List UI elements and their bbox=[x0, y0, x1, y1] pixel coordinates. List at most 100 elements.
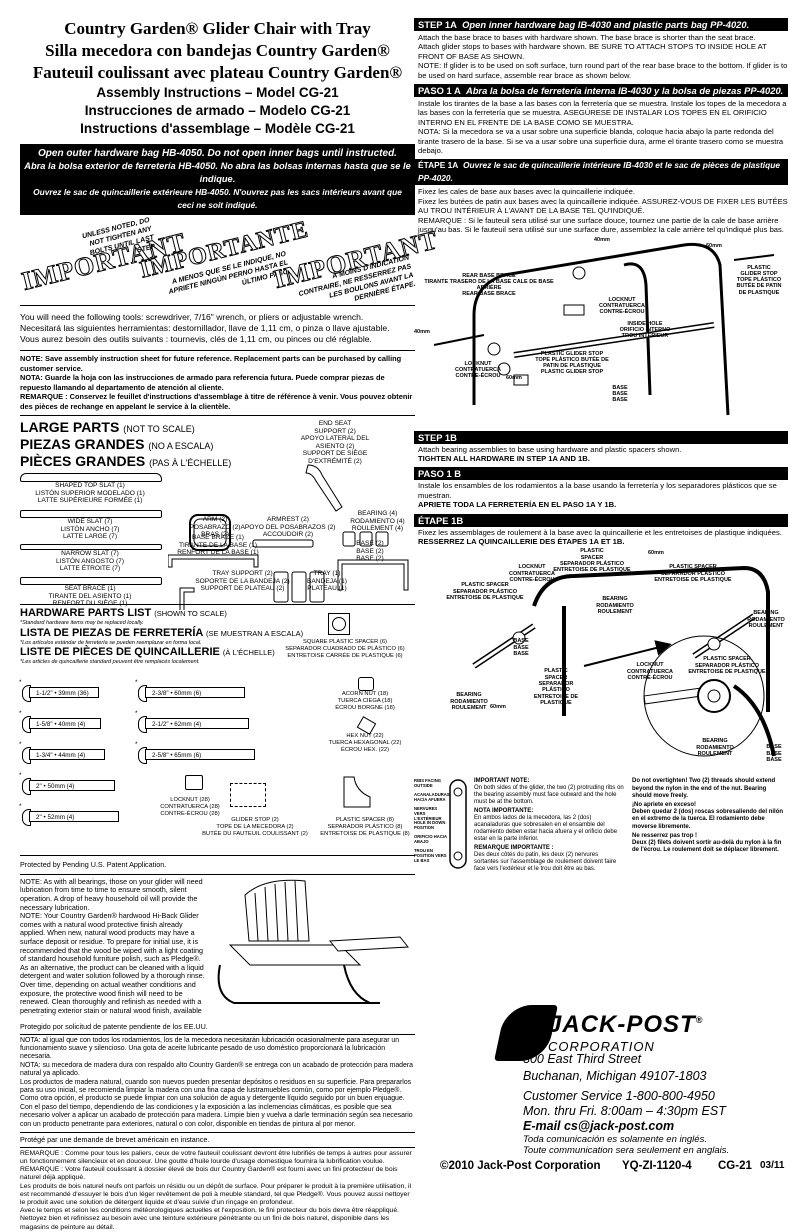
save-note-fr: REMARQUE : Conservez le feuillet d'instr… bbox=[20, 392, 413, 411]
hardware-left-bolt-2: 1-3/4" • 44mm (4) bbox=[29, 749, 105, 760]
hardware-heading-fr: LISTE DE PIÈCES DE QUINCAILLERIE (À L'ÉC… bbox=[20, 646, 275, 658]
email: E-mail cs@jack-post.com bbox=[523, 1119, 675, 1133]
right-column: STEP 1A Open inner hardware bag IB-4030 … bbox=[414, 18, 788, 872]
wide-slat-label: WIDE SLAT (7) LISTÓN ANCHO (7) LATTE LAR… bbox=[60, 518, 120, 541]
locknut-icon bbox=[185, 775, 203, 790]
hardware-heading-en: HARDWARE PARTS LIST (SHOWN TO SCALE) bbox=[20, 607, 227, 619]
large-parts-heading-fr: PIÈCES GRANDES (PAS À L'ÉCHELLE) bbox=[20, 453, 232, 469]
bearing-assembly-drawing bbox=[472, 566, 776, 757]
bearing-legend-item: HOLE IN DOWN POSITION bbox=[414, 820, 446, 831]
step1b-bold-en: TIGHTEN ALL HARDWARE IN STEP 1A AND 1B. bbox=[418, 453, 590, 463]
square-spacer-icon bbox=[328, 613, 350, 635]
step1b-bar-fr: ÉTAPE 1B bbox=[414, 513, 788, 527]
base-label: BASE (2) BASE (2) BASE (2) bbox=[356, 540, 384, 563]
parts-drawing bbox=[168, 464, 409, 610]
square-spacer-label: SQUARE PLASTIC SPACER (6) SEPARADOR CUAD… bbox=[285, 639, 405, 659]
diagram1b-spacer-right: PLASTIC SPACER SEPARADOR PLÁSTICO ENTRET… bbox=[654, 564, 732, 583]
diagram1b-spacer-zoom: PLASTIC SPACER SEPARADOR PLÁSTICO ENTRET… bbox=[688, 656, 766, 675]
narrow-slat bbox=[20, 544, 162, 550]
tools-fr: Vous aurez besoin des outils suivants : … bbox=[20, 334, 372, 344]
diagram1b-bearing-zoom: BEARING RODAMIENTO ROULEMENT bbox=[696, 738, 734, 757]
left-column: Country Garden® Glider Chair with Tray S… bbox=[18, 18, 441, 1232]
title-es: Silla mecedora con bandejas Country Gard… bbox=[45, 41, 390, 60]
hours: Mon. thru Fri. 8:00am – 4:30pm EST bbox=[523, 1104, 726, 1118]
step1a-bar-es: PASO 1 A Abra la bolsa de ferretería int… bbox=[414, 84, 788, 98]
step1b-bar-es: PASO 1 B bbox=[414, 467, 788, 481]
bearing-legend-item: ACANALADURAS HACIA AFUERA bbox=[414, 792, 450, 803]
bearing-legend-item: NERVURES VERS L'EXTÉRIEUR bbox=[414, 806, 442, 822]
footer-code: YQ-ZI-1120-4 bbox=[622, 1160, 692, 1172]
large-parts-section: LARGE PARTS (NOT TO SCALE) PIEZAS GRANDE… bbox=[20, 419, 415, 610]
diagram1b-bearing-right: BEARING RODAMIENTO ROULEMENT bbox=[747, 610, 785, 629]
step1a-diagram: 40mm 60mm REAR BASE BRACE TIRANTE TRASER… bbox=[414, 235, 788, 431]
diagram1a-40mm-left: 40mm bbox=[414, 328, 430, 335]
hex-nut-label: HEX NUT (22) TUERCA HEXAGONAL (22) ÉCROU… bbox=[328, 733, 402, 753]
patent-en: Protected by Pending U.S. Patent Applica… bbox=[20, 860, 167, 869]
assembly-fr: Instructions d'assemblage – Modèle CG-21 bbox=[80, 121, 355, 136]
narrow-slat-label: NARROW SLAT (7) LISTÓN ANGOSTO (7) LATTE… bbox=[55, 550, 125, 573]
assembly-es: Instrucciones de armado – Modelo CG-21 bbox=[84, 103, 351, 118]
large-parts-heading-en: LARGE PARTS (NOT TO SCALE) bbox=[20, 419, 195, 435]
step1a-text-es: Instale los tirantes de la base a las ba… bbox=[418, 99, 787, 156]
diagram1a-plastic-glider-stop-right: PLASTIC GLIDER STOP TOPE PLÁSTICO BUTÉE … bbox=[736, 264, 782, 296]
outer-bag-banner: Open outer hardware bag HB-4050. Do not … bbox=[20, 144, 415, 215]
bearing-legend-item: RIBS FACING OUTSIDE bbox=[414, 778, 441, 789]
step1a-text-fr: Fixez les cales de base aux bases avec l… bbox=[418, 187, 788, 235]
diagram1a-60mm-b: 60mm bbox=[506, 374, 522, 381]
hardware-right-bolt-2: 2-5/8" • 65mm (6) bbox=[145, 749, 255, 760]
bearing-note-heading-fr: REMARQUE IMPORTANTE : bbox=[474, 845, 554, 852]
footer-date: 03/11 bbox=[760, 1160, 785, 1171]
tray-label: TRAY (1) BANDEJA (1) PLATEAU (1) bbox=[307, 570, 347, 593]
tools-es: Necesitará las siguientes herramientas: … bbox=[20, 323, 390, 333]
bearing-label: BEARING (4) RODAMIENTO (4) ROULEMENT (4) bbox=[350, 510, 405, 533]
hardware-left-bolt-4: 2" • 52mm (4) bbox=[29, 811, 119, 822]
hardware-note-fr: *Les articles de quincaillerie standard … bbox=[20, 659, 200, 665]
glider-stop-icon bbox=[230, 783, 266, 807]
diagram1b-spacer-center: PLASTIC SPACER SEPARADOR PLÁSTICO ENTRET… bbox=[533, 668, 579, 706]
step1b-text-en: Attach bearing assemblies to base using … bbox=[418, 444, 682, 454]
address-line-2: Buchanan, Michigan 49107-1803 bbox=[523, 1069, 707, 1083]
bearing-note-section: RIBS FACING OUTSIDE ACANALADURAS HACIA AF… bbox=[414, 772, 788, 872]
hardware-right-star-2: * bbox=[135, 741, 138, 748]
hardware-left-star-1: * bbox=[19, 710, 22, 717]
diagram1b-60mm: 60mm bbox=[648, 550, 664, 557]
bearing-part-drawing bbox=[449, 779, 467, 870]
bearing-note-heading-en: IMPORTANT NOTE: bbox=[474, 778, 530, 785]
title-fr: Fauteuil coulissant avec plateau Country… bbox=[32, 63, 403, 82]
outer-bag-en: Open outer hardware bag HB-4050. Do not … bbox=[38, 148, 397, 159]
step1a-text-en: Attach the base brace to bases with hard… bbox=[418, 33, 788, 80]
hardware-note-en: *Standard hardware items may be replaced… bbox=[20, 620, 144, 626]
care-fr: REMARQUE : Comme pour tous les paliers, … bbox=[20, 1149, 412, 1231]
shaped-top-slat bbox=[20, 473, 162, 482]
plastic-spacer-label: PLASTIC SPACER (8) SEPARADOR PLÁSTICO (8… bbox=[320, 817, 410, 837]
diagram1b-base-zoom: BASE BASE BASE bbox=[766, 744, 782, 763]
glider-chair-illustration bbox=[217, 879, 409, 1004]
diagram1a-rear-base-brace: REAR BASE BRACE TIRANTE TRASERO DE LA BA… bbox=[424, 272, 554, 298]
step1b-bold-fr: RESSERREZ LA QUINCAILLERIE DES ÉTAPES 1A… bbox=[418, 536, 625, 546]
step1b-text-es: Instale los ensambles de los rodamientos… bbox=[418, 481, 777, 500]
hardware-left-bolt-0: 1-1/2" • 39mm (36) bbox=[29, 687, 99, 698]
tray-support-label: TRAY SUPPORT (2) SOPORTE DE LA BANDEJA (… bbox=[195, 570, 290, 593]
diagram1b-bearing-bottom-left: BEARING RODAMIENTO ROULEMENT bbox=[450, 692, 488, 711]
address-line-1: 800 East Third Street bbox=[523, 1052, 642, 1066]
diagram1a-60mm: 60mm bbox=[706, 242, 722, 249]
brand-name: JACK-POST® bbox=[548, 1011, 704, 1038]
bearing-legend-item: ORIFICIO HACIA ABAJO bbox=[414, 834, 447, 845]
brand-corp: CORPORATION bbox=[548, 1039, 655, 1054]
customer-service: Customer Service 1-800-800-4950 bbox=[523, 1089, 715, 1103]
outer-bag-es: Abra la bolsa exterior de ferretería HB-… bbox=[24, 161, 411, 184]
care-section: Protected by Pending U.S. Patent Applica… bbox=[20, 855, 415, 1232]
end-seat-support-label: END SEAT SUPPORT (2) APOYO LATERAL DEL A… bbox=[300, 420, 370, 465]
diagram1a-base: BASE BASE BASE bbox=[612, 384, 628, 404]
plastic-spacer-icon bbox=[343, 776, 371, 808]
hardware-right-star-1: * bbox=[135, 710, 138, 717]
bearing-note-en: On both sides of the glider, the two (2)… bbox=[474, 785, 624, 806]
overtighten-en: Do not overtighten! Two (2) threads shou… bbox=[632, 778, 776, 799]
save-note-en: NOTE: Save assembly instruction sheet fo… bbox=[20, 354, 402, 373]
acorn-nut-label: ACORN NUT (18) TUERCA CIEGA (18) ÉCROU B… bbox=[335, 691, 395, 711]
hardware-right-bolt-1: 2-1/2" • 62mm (4) bbox=[145, 718, 249, 729]
diagram1b-60mm-b: 60mm bbox=[490, 704, 506, 711]
bearing-note-heading-es: NOTA IMPORTANTE: bbox=[474, 808, 534, 815]
seat-brace-label: SEAT BRACE (1) TIRANTE DEL ASIENTO (1) R… bbox=[48, 585, 132, 608]
step1b-bold-es: APRIETE TODA LA FERRETERÍA EN EL PASO 1A… bbox=[418, 500, 617, 510]
